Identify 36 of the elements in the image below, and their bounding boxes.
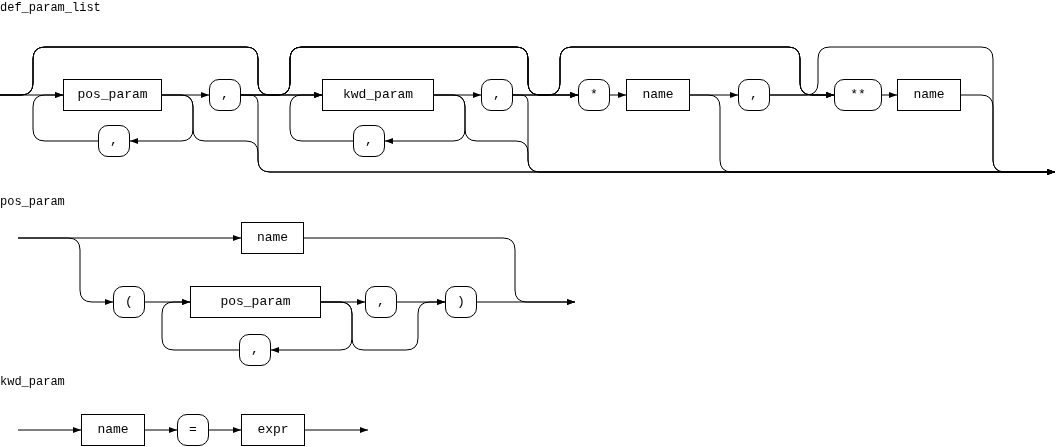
terminal-symbol: , (365, 286, 397, 318)
connector-line (960, 94, 1056, 175)
nonterminal-box: name (81, 414, 145, 446)
terminal-symbol: , (738, 79, 770, 111)
connector-line (161, 299, 240, 351)
nonterminal-box: name (897, 79, 961, 111)
terminal-symbol: ( (113, 286, 145, 318)
rule-name: def_param_list (0, 0, 101, 16)
terminal-symbol: ) (445, 286, 477, 318)
terminal-symbol: * (578, 79, 610, 111)
connector-line (476, 299, 576, 305)
terminal-symbol: , (239, 334, 271, 366)
connector-line (208, 427, 242, 433)
nonterminal-box: name (626, 79, 690, 111)
connector-line (144, 427, 178, 433)
connector-line (304, 427, 369, 433)
connector-line (17, 237, 114, 305)
connector-line (320, 299, 446, 351)
connector-line (609, 92, 627, 98)
connector-line (17, 427, 82, 433)
terminal-symbol: , (98, 125, 130, 157)
terminal-symbol: = (177, 414, 209, 446)
rule-name: pos_param (0, 194, 65, 210)
terminal-symbol: , (353, 125, 385, 157)
nonterminal-box: pos_param (63, 79, 162, 111)
connector-line (32, 92, 99, 142)
connector-line (881, 92, 898, 98)
terminal-symbol: ** (834, 79, 882, 111)
terminal-symbol: , (209, 79, 241, 111)
nonterminal-box: kwd_param (322, 79, 434, 111)
nonterminal-box: expr (241, 414, 305, 446)
rule-name: kwd_param (0, 374, 65, 390)
connector-line (289, 92, 354, 142)
nonterminal-box: name (241, 222, 304, 254)
nonterminal-box: pos_param (190, 286, 321, 318)
terminal-symbol: , (481, 79, 513, 111)
